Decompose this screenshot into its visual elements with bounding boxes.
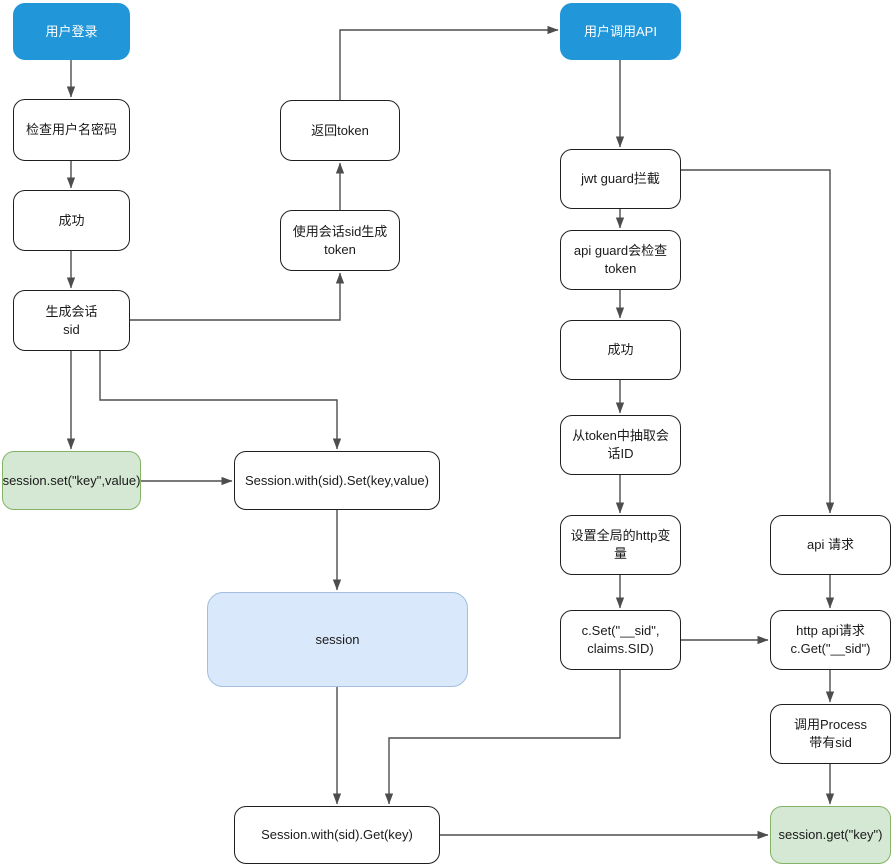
node-label: 用户登录: [45, 23, 98, 39]
node-session-with-set[interactable]: Session.with(sid).Set(key,value): [234, 451, 440, 510]
node-label: 用户调用API: [584, 23, 657, 39]
node-label: api guard会检查token: [573, 243, 668, 276]
node-extract-sid[interactable]: 从token中抽取会话ID: [560, 415, 681, 475]
node-label: Session.with(sid).Set(key,value): [245, 472, 429, 488]
node-user-login[interactable]: 用户登录: [13, 3, 130, 60]
node-label: 检查用户名密码: [25, 122, 117, 138]
node-label: session.get("key"): [778, 827, 883, 843]
node-session-get[interactable]: session.get("key"): [770, 806, 891, 864]
node-label: 成功: [607, 342, 634, 358]
node-jwt-guard[interactable]: jwt guard拦截: [560, 149, 681, 209]
node-label: jwt guard拦截: [581, 171, 660, 187]
edge-e-gen-maketoken: [130, 272, 345, 321]
node-api-request[interactable]: api 请求: [770, 515, 891, 575]
node-label: http api请求 c.Get("__sid"): [790, 623, 871, 656]
node-label: api 请求: [807, 537, 854, 553]
node-label: 使用会话sid生成 token: [292, 223, 388, 257]
node-set-http-global[interactable]: 设置全局的http变量: [560, 515, 681, 575]
edge-e-gen-withset: [99, 351, 342, 450]
node-call-process-sid[interactable]: 调用Process 带有sid: [770, 704, 891, 764]
node-label: 从token中抽取会话ID: [572, 428, 669, 461]
node-http-api-get[interactable]: http api请求 c.Get("__sid"): [770, 610, 891, 670]
node-api-success[interactable]: 成功: [560, 320, 681, 380]
node-check-credentials[interactable]: 检查用户名密码: [13, 99, 130, 161]
node-label: session.set("key",value): [2, 472, 141, 488]
edge-e-jwt-apirequest: [681, 169, 835, 514]
edge-e-return-callapi: [339, 25, 559, 100]
node-return-token[interactable]: 返回token: [280, 100, 400, 161]
node-gen-session-sid[interactable]: 生成会话 sid: [13, 290, 130, 351]
node-label: Session.with(sid).Get(key): [261, 827, 413, 843]
node-session-set[interactable]: session.set("key",value): [2, 451, 141, 510]
edge-e-cset-withget: [384, 670, 621, 805]
node-label: 成功: [58, 212, 85, 228]
node-label: 调用Process 带有sid: [794, 717, 867, 750]
node-api-guard-check[interactable]: api guard会检查token: [560, 230, 681, 290]
node-c-set-sid[interactable]: c.Set("__sid", claims.SID): [560, 610, 681, 670]
node-session-with-get[interactable]: Session.with(sid).Get(key): [234, 806, 440, 864]
node-label: 设置全局的http变量: [570, 528, 671, 561]
node-label: 返回token: [311, 122, 369, 138]
node-label: 生成会话 sid: [45, 303, 98, 337]
node-user-call-api[interactable]: 用户调用API: [560, 3, 681, 60]
node-session-store[interactable]: session: [207, 592, 468, 687]
node-label: c.Set("__sid", claims.SID): [581, 623, 660, 656]
node-login-success[interactable]: 成功: [13, 190, 130, 251]
node-label: session: [315, 631, 360, 647]
node-make-token[interactable]: 使用会话sid生成 token: [280, 210, 400, 271]
